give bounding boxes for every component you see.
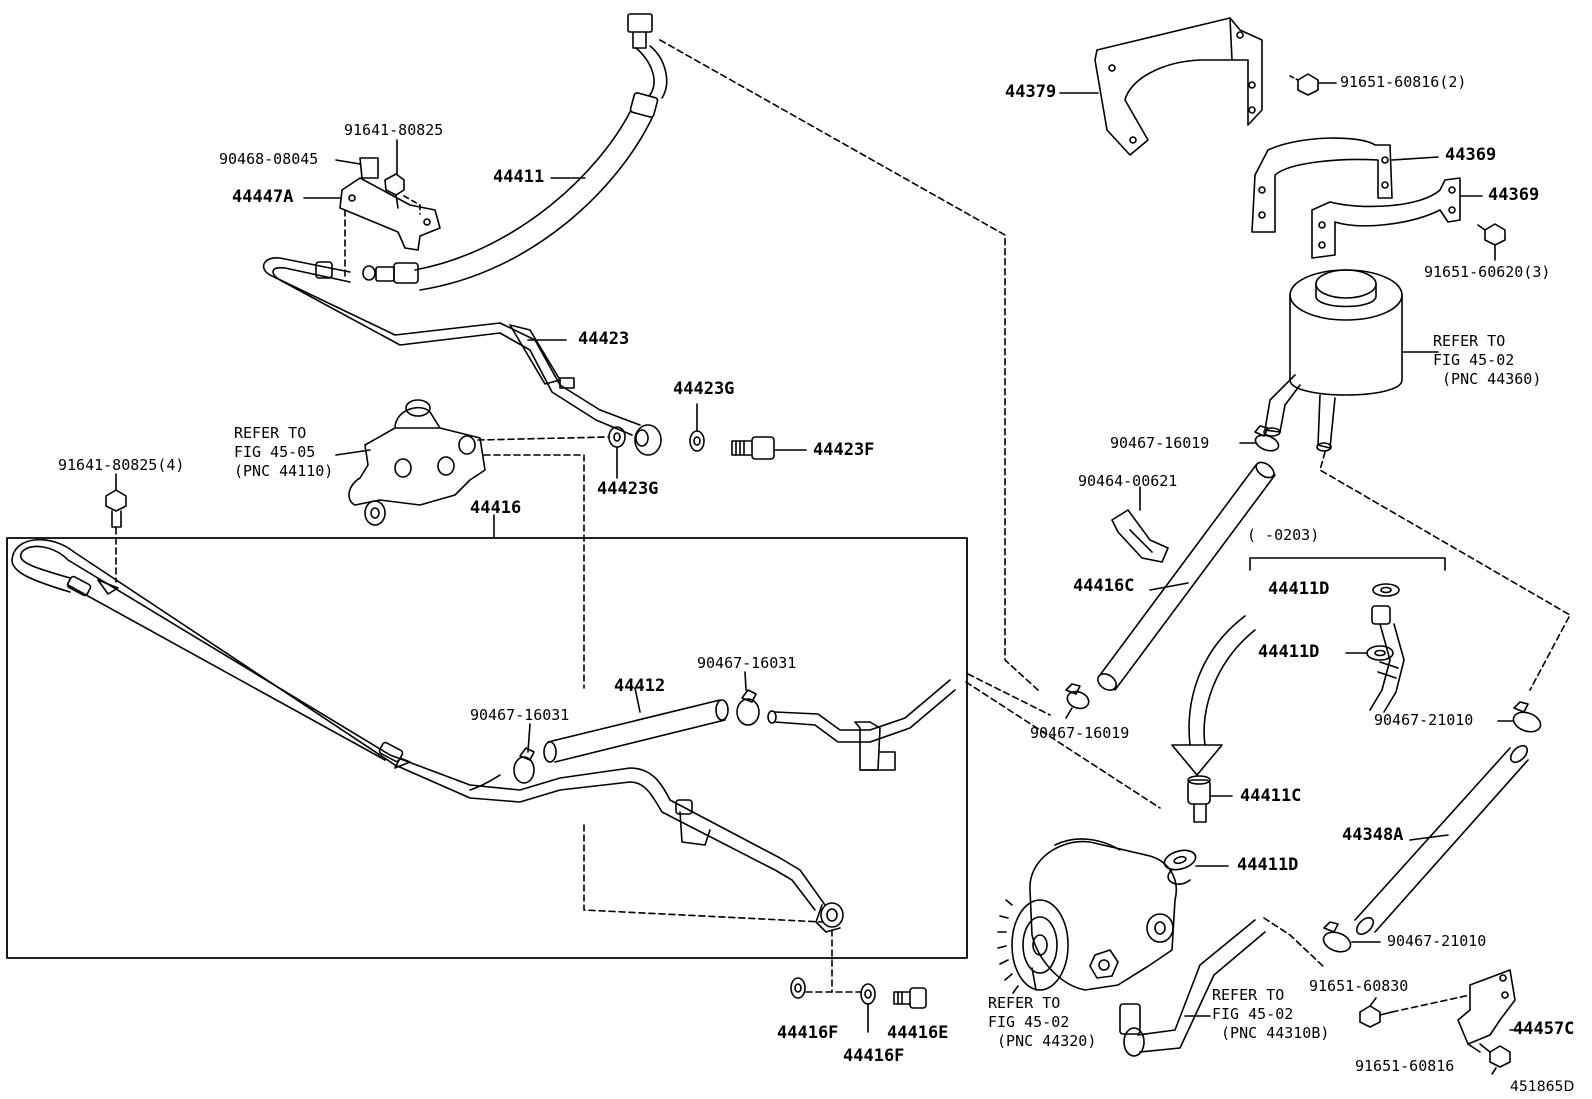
label-44423G-lower: 44423G [597, 479, 659, 499]
label-90467-16031-left: 90467-16031 [470, 706, 570, 724]
bolt-91641-80825-4 [105, 489, 127, 528]
washer-44416F-a [790, 977, 806, 999]
label-44416C: 44416C [1073, 576, 1135, 596]
hose-44411 [362, 13, 668, 291]
steering-gear [348, 399, 486, 526]
label-44416F-left: 44416F [777, 1023, 839, 1043]
clamp-90467-16031-a [513, 747, 535, 784]
bracket-44457C [1457, 969, 1516, 1053]
union-44411D-group [1369, 605, 1405, 713]
leader-ref4505 [335, 449, 371, 456]
dash-44411-to-pump [659, 39, 1039, 691]
label-90467-16031-right: 90467-16031 [697, 654, 797, 672]
label-44416F-right: 44416F [843, 1046, 905, 1066]
dash-44416-end [583, 824, 823, 923]
label-44416E: 44416E [887, 1023, 949, 1043]
clamp-90467-21010-b [1322, 921, 1352, 953]
bolt-44423F [731, 436, 775, 460]
washer-44416F-b [860, 983, 876, 1005]
label-44416: 44416 [470, 498, 522, 518]
bolt-91651-60620-3 [1477, 223, 1506, 246]
bracket-44379 [1094, 17, 1263, 156]
label-44411D-upper: 44411D [1268, 579, 1330, 599]
pipe-return-connector [767, 679, 956, 771]
power-steering-pump [997, 838, 1177, 994]
refer-fig-45-05: REFER TO FIG 45-05 (PNC 44110) [234, 424, 334, 480]
dash-to-44411C [965, 681, 1161, 809]
dash-connector [967, 673, 1051, 716]
band-44369-a [1251, 137, 1393, 233]
dash-suction-clamp [1263, 917, 1326, 969]
dash-tank-44348A [1319, 451, 1571, 691]
label-90468-08045: 90468-08045 [219, 150, 319, 168]
label-91651-60830: 91651-60830 [1309, 977, 1409, 995]
washer-44423G-b [689, 430, 705, 452]
pipe-44423 [262, 257, 662, 456]
refer-fig-45-02-hose: REFER TO FIG 45-02 (PNC 44310B) [1212, 986, 1330, 1042]
label-44411C: 44411C [1240, 786, 1302, 806]
assembly-frame [6, 537, 968, 959]
hose-pump-suction [1119, 919, 1266, 1057]
label-90467-16019-upper: 90467-16019 [1110, 434, 1210, 452]
washer-44411D-b [1366, 645, 1394, 661]
union-44411C [1187, 775, 1211, 823]
label-44411: 44411 [493, 167, 545, 187]
label-44369-upper: 44369 [1445, 145, 1497, 165]
clamp-44447A [339, 157, 441, 251]
date-range: ( -0203) [1247, 526, 1320, 544]
label-44423F: 44423F [813, 440, 875, 460]
band-44369-b [1311, 177, 1461, 259]
label-91641-80825: 91641-80825 [344, 121, 444, 139]
bolt-91651-60816 [1479, 1043, 1511, 1068]
direction-arrow [1171, 615, 1256, 776]
label-91651-60620-3: 91651-60620(3) [1424, 263, 1551, 281]
label-44423: 44423 [578, 329, 630, 349]
label-90467-21010-lower: 90467-21010 [1387, 932, 1487, 950]
label-44457C: 44457C [1513, 1019, 1575, 1039]
label-44411D-middle: 44411D [1258, 642, 1320, 662]
hose-44348A [1354, 744, 1529, 936]
label-44379: 44379 [1005, 82, 1057, 102]
label-91641-80825-4: 91641-80825(4) [58, 456, 185, 474]
label-44369-lower: 44369 [1488, 185, 1540, 205]
bolt-91651-60830 [1359, 1005, 1393, 1028]
hose-44416C [1097, 461, 1276, 691]
clamp-90467-16019-a [1254, 425, 1280, 452]
clamp-90467-16019-b [1065, 683, 1090, 710]
label-90467-16019-lower: 90467-16019 [1030, 724, 1130, 742]
label-91651-60816-2: 91651-60816(2) [1340, 73, 1467, 91]
reservoir-tank [1263, 269, 1403, 452]
label-91651-60816: 91651-60816 [1355, 1057, 1455, 1075]
leader-90468 [335, 159, 361, 165]
clamp-90467-21010-a [1512, 701, 1542, 733]
washer-44411D-a [1372, 583, 1400, 597]
bolt-91651-60816-2 [1297, 73, 1319, 96]
date-range-bracket [1249, 557, 1446, 571]
washer-44423G-a [608, 426, 626, 448]
label-44447A: 44447A [232, 187, 294, 207]
hose-44412 [543, 699, 729, 763]
label-44348A: 44348A [1342, 825, 1404, 845]
clamp-90467-16031-b [736, 689, 760, 726]
refer-fig-45-02-tank: REFER TO FIG 45-02 (PNC 44360) [1433, 332, 1542, 388]
dash-91641-top [403, 195, 421, 215]
label-44423G-upper: 44423G [673, 379, 735, 399]
bolt-44416E [893, 987, 927, 1009]
label-90464-00621: 90464-00621 [1078, 472, 1178, 490]
cable-tie-90464-00621 [1111, 509, 1169, 563]
label-90467-21010-upper: 90467-21010 [1374, 711, 1474, 729]
label-44411D-lower: 44411D [1237, 855, 1299, 875]
dash-gear-a [477, 436, 609, 441]
pipe-44416 [11, 539, 844, 933]
dash-gear-b [483, 454, 585, 689]
label-44412: 44412 [614, 676, 666, 696]
refer-fig-45-02-pump: REFER TO FIG 45-02 (PNC 44320) [988, 994, 1097, 1050]
figure-number: 451865D [1510, 1079, 1575, 1095]
